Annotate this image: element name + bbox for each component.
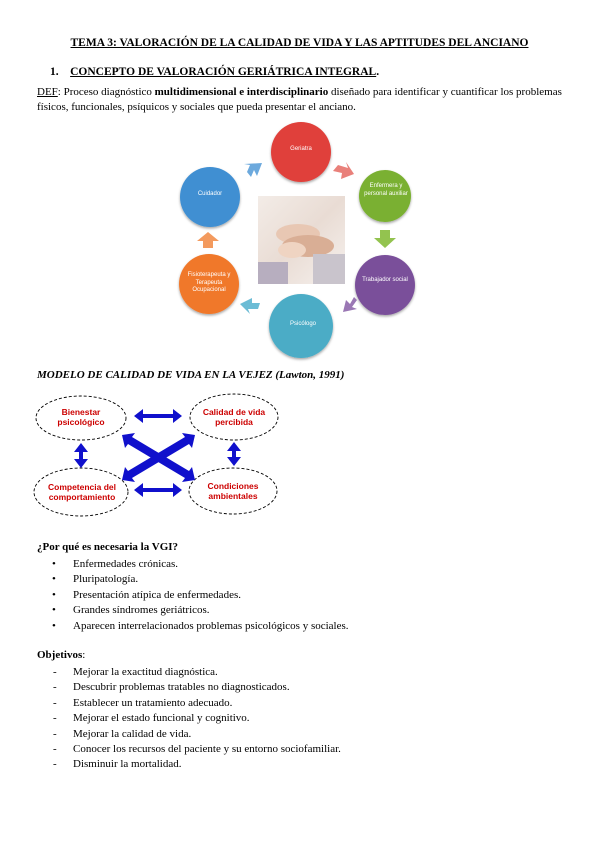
section-title: CONCEPTO DE VALORACIÓN GERIÁTRICA INTEGR… [70,66,377,78]
arrow-cuidador-geriatra [244,163,262,177]
node-cuidador [180,167,240,227]
list-item-text: Presentación atípica de enfermedades. [73,588,241,601]
node-enfermera [359,170,411,222]
section-number: 1. [50,66,59,78]
model-heading: MODELO DE CALIDAD DE VIDA EN LA VEJEZ (L… [37,369,344,381]
model-citation: (Lawton, 1991) [272,369,345,381]
arrow-fisio-cuidador [197,232,219,248]
list-item-text: Mejorar la calidad de vida. [73,727,192,740]
objectives-heading: Objetivos: [37,649,85,661]
list-item-text: Descubrir problemas tratables no diagnos… [73,681,290,694]
lawton-svg [33,393,279,517]
hands-illustration [258,224,345,284]
document-title: TEMA 3: VALORACIÓN DE LA CALIDAD DE VIDA… [70,37,529,49]
team-cycle-diagram: Geriatra Enfermera y personal auxiliar T… [0,0,599,370]
elderly-hands-photo [258,196,345,284]
ellipse-bienestar [35,395,127,441]
node-label-cuidador: Cuidador [197,191,223,197]
label-bienestar: Bienestar psicológico [57,407,105,427]
objectives-list: -Mejorar la exactitud diagnóstica. -Desc… [37,665,577,773]
arrow-bottom-horizontal [134,483,182,497]
node-label-trabajador: Trabajador social [362,277,408,283]
node-label-psicologo: Psicólogo [289,321,316,327]
why-list-container: •Enfermedades crónicas. •Pluripatología.… [37,557,577,634]
list-item: -Mejorar la exactitud diagnóstica. [53,666,218,678]
arrow-geriatra-enfermera [333,162,354,179]
list-item: -Conocer los recursos del paciente y su … [53,742,341,755]
list-item: •Presentación atípica de enfermedades. [52,588,241,601]
section-period: . [376,66,380,78]
list-item: -Disminuir la mortalidad. [53,758,182,771]
definition-label: DEF [37,86,58,98]
list-item-text: Mejorar el estado funcional y cognitivo. [73,712,250,725]
node-fisioterapeuta [179,254,239,314]
why-heading: ¿Por qué es necesaria la VGI? [37,541,179,553]
node-geriatra [271,122,331,182]
list-item: -Establecer un tratamiento adecuado. [53,696,233,709]
label-condiciones: Condiciones ambientales [207,481,259,501]
node-trabajador [355,255,415,315]
list-item: -Descubrir problemas tratables no diagno… [53,681,290,694]
list-item-text: Enfermedades crónicas. [73,558,179,570]
list-item: •Enfermedades crónicas. [52,558,179,570]
objectives-list-container: -Mejorar la exactitud diagnóstica. -Desc… [37,665,577,773]
node-label-fisioterapeuta: Fisioterapeuta y Terapeuta Ocupacional [187,272,231,293]
list-item-text: Pluripatología. [73,573,139,586]
lawton-model-diagram: Bienestar psicológico Calidad de vida pe… [0,385,300,525]
definition-rest: diseñado para identificar y cuantificar … [37,86,562,113]
node-psicologo [269,294,333,358]
node-label-enfermera: Enfermera y personal auxiliar [364,183,408,197]
ellipse-calidad [189,393,279,441]
why-list: •Enfermedades crónicas. •Pluripatología.… [37,557,577,634]
list-item-text: Grandes síndromes geriátricos. [73,604,210,617]
objectives-colon: : [82,649,86,661]
list-item: •Pluripatología. [52,573,139,586]
cycle-nodes [179,122,415,358]
arrow-right-vertical [227,442,241,466]
label-competencia: Competencia del comportamiento [47,482,117,502]
list-item-text: Mejorar la exactitud diagnóstica. [73,666,218,678]
objectives-title: Objetivos [37,649,83,661]
list-item-text: Conocer los recursos del paciente y su e… [73,742,341,755]
label-calidad: Calidad de vida percibida [202,407,266,427]
list-item: •Aparecen interrelacionados problemas ps… [52,619,349,632]
arrow-top-horizontal [134,409,182,423]
team-cycle-svg [179,122,415,358]
node-label-geriatra: Geriatra [290,146,312,152]
definition-bold: multidimensional e interdisciplinario [154,86,329,98]
arrow-diagonal-2 [122,433,195,482]
definition-intro: : Proceso diagnóstico [57,86,155,98]
list-item-text: Establecer un tratamiento adecuado. [73,696,233,709]
arrow-enfermera-trabajador [374,230,396,248]
list-item-text: Aparecen interrelacionados problemas psi… [73,619,349,632]
list-item-text: Disminuir la mortalidad. [73,758,182,771]
list-item: -Mejorar la calidad de vida. [53,727,192,740]
arrow-trabajador-psicologo [343,297,357,312]
arrow-left-vertical [74,443,88,468]
section-heading: 1. CONCEPTO DE VALORACIÓN GERIÁTRICA INT… [50,66,379,78]
ellipse-condiciones [188,467,278,515]
list-item: -Mejorar el estado funcional y cognitivo… [53,712,250,725]
cycle-arrows [197,162,396,314]
model-title: MODELO DE CALIDAD DE VIDA EN LA VEJEZ [37,369,273,381]
definition-paragraph: DEF: Proceso diagnóstico multidimensiona… [37,85,567,115]
list-item: •Grandes síndromes geriátricos. [52,604,210,617]
arrow-psicologo-fisio [240,298,260,314]
